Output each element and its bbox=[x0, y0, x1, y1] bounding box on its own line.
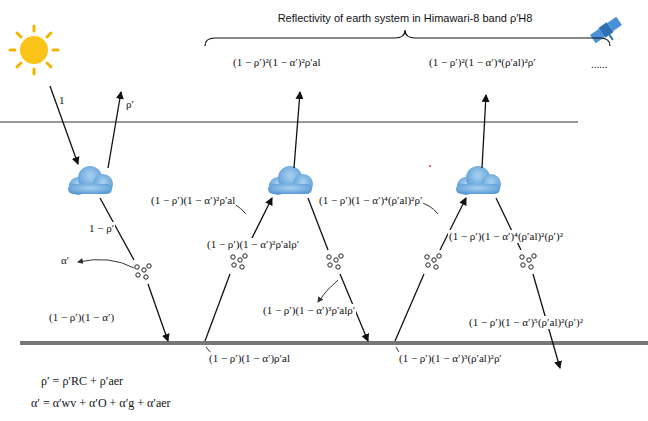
aerosol-dots bbox=[520, 254, 536, 269]
formula-label: 1 bbox=[58, 94, 66, 107]
formula-label: (1 − ρ′)(1 − α′)³(ρ′al)²ρ′ bbox=[398, 352, 503, 365]
formula-label: α′ = α′wv + α′O + α′g + α′aer bbox=[30, 396, 172, 410]
satellite-icon bbox=[589, 16, 626, 49]
cloud-icon bbox=[68, 166, 113, 195]
bracket-title: Reflectivity of earth system in Himawari… bbox=[278, 12, 533, 25]
formula-label: α′ bbox=[60, 254, 70, 267]
cloud-icon bbox=[268, 166, 313, 195]
sun-icon bbox=[10, 26, 58, 74]
formula-label: (1 − ρ′)(1 − α′)²ρ′alρ′ bbox=[206, 238, 300, 251]
curved-arrow bbox=[78, 200, 438, 360]
formula-label: (1 − ρ′)(1 − α′)³ρ′alρ′ bbox=[262, 304, 356, 317]
red-dot bbox=[429, 165, 431, 167]
formula-label: (1 − ρ′)(1 − α′)ρ′al bbox=[208, 352, 291, 365]
cloud-icon bbox=[456, 166, 501, 195]
formula-label: (1 − ρ′)²(1 − α′)⁴(ρ′al)²ρ′ bbox=[428, 56, 537, 69]
formula-label: (1 − ρ′)(1 − α′)⁴(ρ′al)²ρ′ bbox=[318, 194, 423, 207]
aerosol-dots bbox=[425, 254, 441, 269]
formula-label: ...... bbox=[590, 58, 609, 71]
aerosol-dots bbox=[135, 264, 151, 279]
formula-label: (1 − ρ′)(1 − α′) bbox=[48, 311, 115, 324]
aerosol-dots bbox=[231, 254, 247, 269]
aerosol-dots bbox=[327, 254, 343, 269]
formula-label: ρ′ bbox=[125, 98, 135, 111]
formula-label: (1 − ρ′)(1 − α′)⁵(ρ′al)²(ρ′)² bbox=[468, 316, 584, 329]
formula-label: (1 − ρ′)(1 − α′)⁴(ρ′al)²(ρ′)² bbox=[448, 230, 564, 243]
atmosphere-top bbox=[0, 122, 578, 123]
formula-label: (1 − ρ′)²(1 − α′)²ρ′al bbox=[232, 56, 322, 69]
bracket bbox=[205, 30, 610, 46]
formula-label: 1 − ρ′ bbox=[88, 222, 115, 235]
formula-label: (1 − ρ′)(1 − α′)²ρ′al bbox=[150, 194, 236, 207]
formula-label: ρ′ = ρ′RC + ρ′aer bbox=[40, 374, 124, 388]
